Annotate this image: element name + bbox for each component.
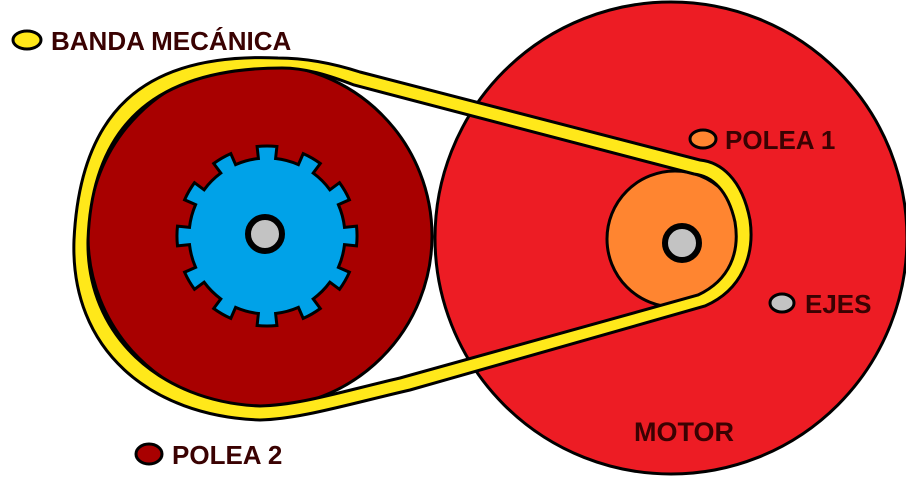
axles-legend-label: EJES [805,289,872,319]
axle-right [662,223,702,263]
belt-legend-swatch [11,29,43,51]
belt-legend-label: BANDA MECÁNICA [51,26,291,56]
mechanical-belt [72,56,753,422]
pulley1-legend-label: POLEA 1 [725,125,835,155]
motor-label: MOTOR [634,417,734,447]
axle-left [245,214,285,254]
pulley2-legend-swatch [134,442,164,466]
pulley2-legend-label: POLEA 2 [172,440,282,470]
pulley1-legend-swatch [688,128,718,150]
axles-legend-swatch [768,292,796,314]
